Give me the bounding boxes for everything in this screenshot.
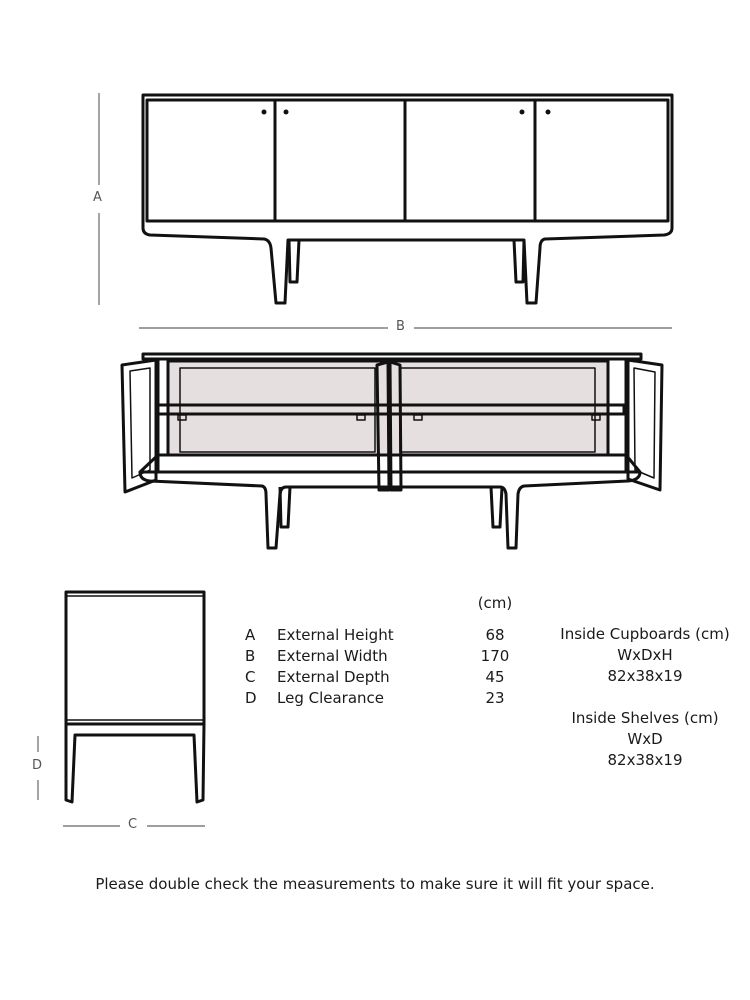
- spec-value: 68: [485, 626, 505, 644]
- spec-unit-header-row: (cm): [0, 594, 750, 614]
- door-knobs: [261, 109, 551, 115]
- dimension-d-label: D: [32, 758, 43, 773]
- spec-row-b: B External Width 170: [0, 647, 750, 667]
- spec-value: 170: [480, 647, 510, 665]
- spec-row-c: C External Depth 45: [0, 668, 750, 688]
- spec-letter: A: [245, 626, 256, 644]
- inside-cupboards-title: Inside Cupboards (cm): [560, 625, 730, 643]
- inside-shelves-format: WxD: [627, 730, 663, 748]
- inside-shelves-title: Inside Shelves (cm): [571, 709, 719, 727]
- spec-row-a: A External Height 68: [0, 626, 750, 646]
- inside-cupboards-block: Inside Cupboards (cm) WxDxH 82x38x19: [545, 624, 745, 687]
- dimension-b-label: B: [396, 319, 405, 334]
- spec-letter: D: [245, 689, 257, 707]
- inside-cupboards-value: 82x38x19: [607, 667, 683, 685]
- spec-name: External Height: [277, 626, 394, 644]
- front-view-open: [120, 352, 664, 550]
- spec-name: External Width: [277, 647, 388, 665]
- side-view: [64, 590, 206, 804]
- spec-unit-header: (cm): [477, 594, 513, 612]
- front-view-closed: [141, 93, 674, 305]
- spec-letter: C: [245, 668, 256, 686]
- inside-shelves-block: Inside Shelves (cm) WxD 82x38x19: [545, 708, 745, 771]
- spec-value: 23: [485, 689, 505, 707]
- dimension-c-label: C: [128, 817, 138, 832]
- measurement-note: Please double check the measurements to …: [95, 875, 655, 893]
- spec-value: 45: [485, 668, 505, 686]
- inside-shelves-value: 82x38x19: [607, 751, 683, 769]
- spec-name: Leg Clearance: [277, 689, 385, 707]
- spec-name: External Depth: [277, 668, 390, 686]
- dimension-a-label: A: [93, 190, 102, 205]
- inside-cupboards-format: WxDxH: [617, 646, 673, 664]
- spec-letter: B: [245, 647, 256, 665]
- spec-row-d: D Leg Clearance 23: [0, 689, 750, 709]
